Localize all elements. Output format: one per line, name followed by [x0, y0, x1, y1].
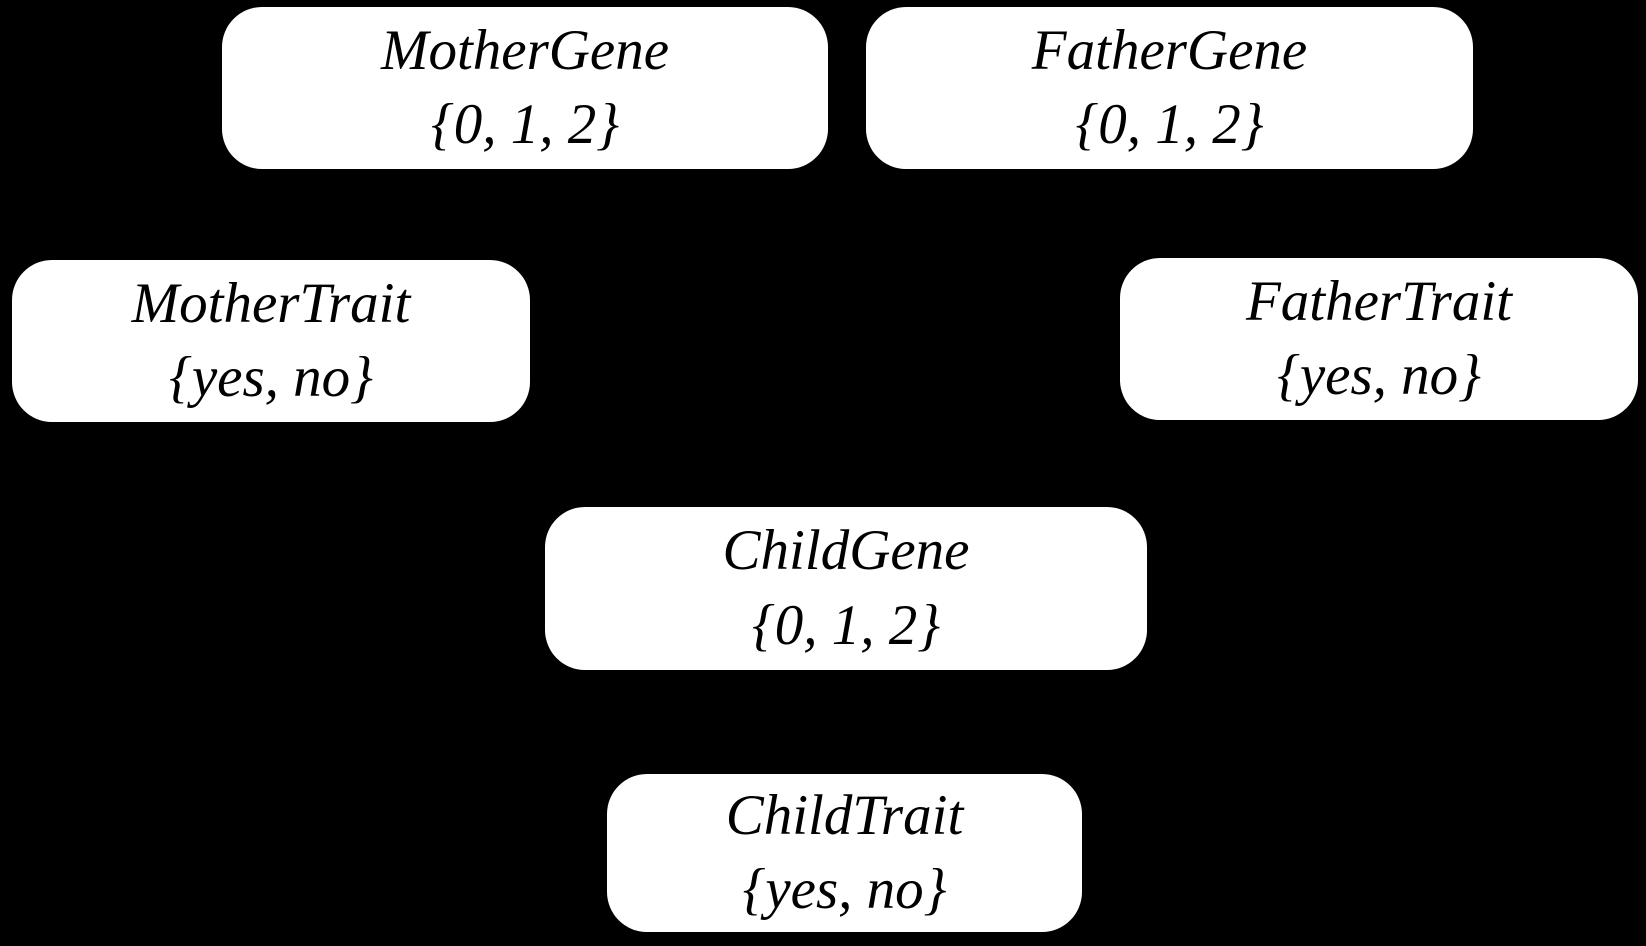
node-domain: {0, 1, 2} [1075, 93, 1264, 156]
node-child-trait: ChildTrait {yes, no} [607, 774, 1082, 932]
node-domain: {0, 1, 2} [751, 593, 941, 657]
node-label: FatherGene [1031, 18, 1308, 82]
node-label: ChildTrait [725, 783, 964, 847]
node-mother-gene: MotherGene {0, 1, 2} [222, 7, 828, 169]
node-child-gene: ChildGene {0, 1, 2} [545, 507, 1147, 670]
node-domain: {yes, no} [169, 346, 373, 409]
node-mother-trait: MotherTrait {yes, no} [12, 260, 530, 422]
node-domain: {yes, no} [742, 858, 947, 921]
node-domain: {yes, no} [1277, 344, 1481, 407]
node-father-trait: FatherTrait {yes, no} [1120, 258, 1638, 420]
node-label: MotherGene [380, 18, 670, 82]
node-label: ChildGene [722, 519, 970, 583]
node-label: FatherTrait [1245, 269, 1513, 333]
node-domain: {0, 1, 2} [430, 93, 620, 156]
node-label: MotherTrait [131, 271, 411, 335]
node-father-gene: FatherGene {0, 1, 2} [866, 7, 1473, 169]
